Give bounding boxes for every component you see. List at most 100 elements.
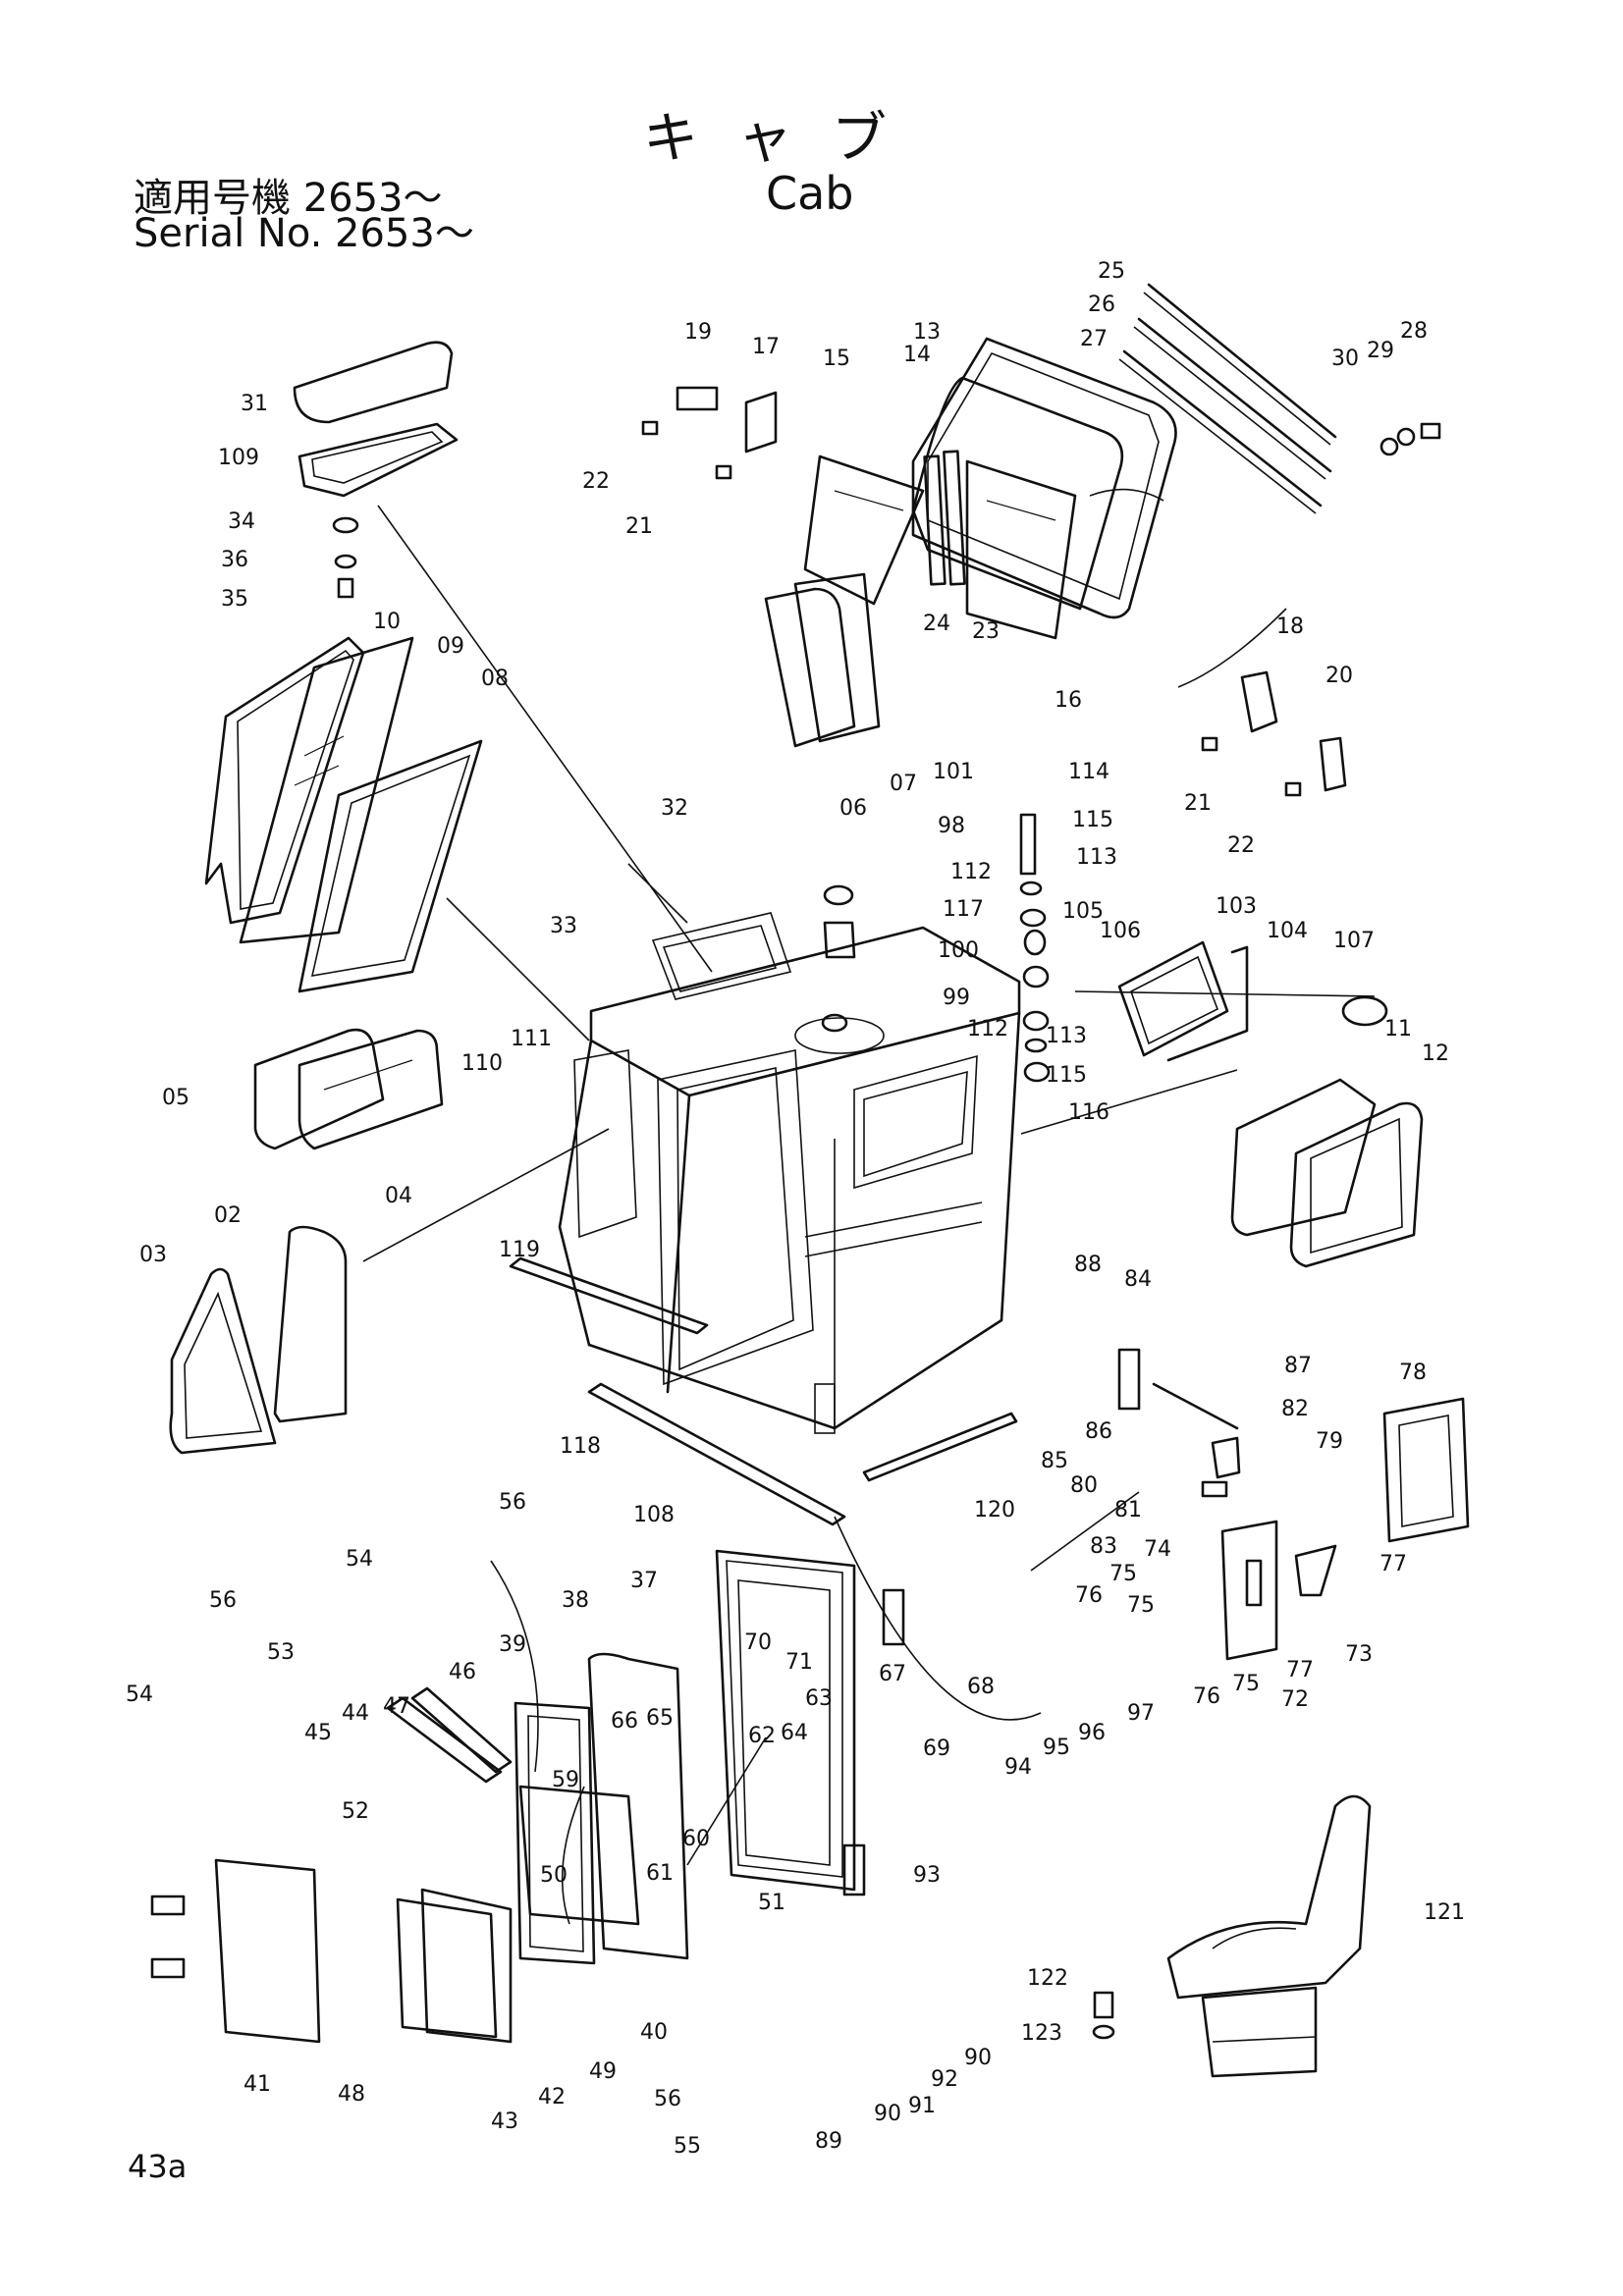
rails <box>1118 283 1441 514</box>
callout-c47: 104 <box>1267 919 1308 943</box>
callout-c61: 120 <box>974 1498 1015 1522</box>
callout-c74: 75 <box>1109 1562 1137 1586</box>
callout-c25: 35 <box>221 587 248 612</box>
roof-hatch <box>293 341 713 973</box>
callout-c34: 115 <box>1072 808 1113 832</box>
callout-c121: 48 <box>338 2082 365 2107</box>
callout-c111: 51 <box>758 1891 785 1915</box>
operator-seat <box>1092 1794 1372 2078</box>
callout-c44: 105 <box>1062 899 1104 924</box>
callout-c46: 103 <box>1216 894 1257 919</box>
callout-c100: 46 <box>449 1660 476 1684</box>
callout-c39: 99 <box>943 986 970 1010</box>
callout-c38: 100 <box>938 938 979 963</box>
callout-c98: 54 <box>126 1682 153 1707</box>
callout-c48: 107 <box>1333 929 1375 953</box>
door-glass <box>514 1652 689 1965</box>
callout-c85: 108 <box>633 1503 675 1527</box>
callout-c107: 60 <box>682 1827 710 1851</box>
callout-c86: 37 <box>630 1569 658 1593</box>
page-title-japanese: キャブ <box>643 107 926 171</box>
callout-c50: 12 <box>1422 1041 1449 1066</box>
callout-c20: 22 <box>1227 833 1255 858</box>
callout-c75: 77 <box>1380 1552 1407 1576</box>
callout-c96: 56 <box>209 1588 237 1613</box>
callout-c122: 43 <box>491 2109 518 2134</box>
callout-c89: 71 <box>785 1650 813 1675</box>
bottom-rails <box>509 1256 1018 1526</box>
callout-c60: 118 <box>560 1434 601 1459</box>
callout-c04: 28 <box>1400 319 1428 344</box>
callout-c84: 54 <box>346 1547 373 1572</box>
callout-c78: 73 <box>1345 1642 1373 1667</box>
callout-c68: 82 <box>1281 1397 1309 1421</box>
corner-windows <box>169 1225 348 1455</box>
mesh-grille <box>1117 940 1249 1062</box>
callout-c71: 81 <box>1114 1498 1142 1522</box>
callout-c101: 44 <box>342 1701 369 1726</box>
callout-c14: 24 <box>923 612 950 636</box>
callout-c79: 77 <box>1286 1658 1314 1682</box>
hinge-parts <box>641 386 1347 797</box>
callout-c16: 16 <box>1055 688 1082 713</box>
callout-c128: 89 <box>815 2129 842 2154</box>
rear-window-frames <box>803 337 1177 640</box>
callout-c97: 53 <box>267 1640 295 1665</box>
callout-c19: 21 <box>1184 791 1212 816</box>
latch-assembly <box>1117 1348 1470 1661</box>
callout-c64: 87 <box>1284 1354 1312 1378</box>
callout-c118: 122 <box>1027 1966 1068 1991</box>
callout-c108: 61 <box>646 1861 674 1886</box>
callout-labels: 25 26 27 28 29 30 13 14 15 17 19 22 21 2… <box>126 259 1465 2159</box>
callout-c106: 59 <box>552 1768 579 1792</box>
lower-panels <box>150 1858 513 2044</box>
callout-c17: 18 <box>1276 614 1304 639</box>
callout-c99: 39 <box>499 1632 526 1657</box>
callout-c80: 72 <box>1281 1687 1309 1712</box>
callout-c65: 78 <box>1399 1361 1427 1385</box>
callout-c91: 68 <box>967 1675 995 1699</box>
callout-c112: 94 <box>1004 1755 1032 1780</box>
callout-c59: 119 <box>499 1238 540 1262</box>
callout-c40: 112 <box>967 1017 1008 1041</box>
callout-c126: 56 <box>654 2087 681 2111</box>
serial-label-english: Serial No. 2653～ <box>134 211 474 256</box>
callout-c30: 07 <box>890 772 917 796</box>
callout-c83: 56 <box>499 1490 526 1515</box>
callout-c57: 02 <box>214 1203 242 1228</box>
callout-c90: 67 <box>879 1662 906 1686</box>
callout-c15: 23 <box>972 619 1000 644</box>
callout-c10: 17 <box>752 335 780 359</box>
callout-c29: 06 <box>839 796 867 821</box>
left-windows <box>204 636 483 993</box>
callout-c76: 76 <box>1075 1583 1103 1608</box>
callout-c130: 91 <box>908 2094 936 2118</box>
callout-c36: 112 <box>950 860 992 884</box>
callout-c93: 63 <box>805 1686 833 1711</box>
callout-c113: 95 <box>1043 1735 1070 1760</box>
callout-c95: 64 <box>781 1721 808 1745</box>
callout-c82: 76 <box>1193 1684 1220 1709</box>
callout-c22: 109 <box>218 446 259 470</box>
callout-c32: 98 <box>938 814 965 838</box>
callout-c105: 65 <box>646 1706 674 1731</box>
callout-c12: 22 <box>582 469 610 494</box>
callout-c02: 26 <box>1088 293 1115 317</box>
callout-c63: 84 <box>1124 1267 1152 1292</box>
callout-c114: 96 <box>1078 1721 1106 1745</box>
callout-c115: 97 <box>1127 1701 1155 1726</box>
callout-c09: 15 <box>823 347 850 371</box>
callout-c27: 09 <box>437 634 464 659</box>
callout-c117: 121 <box>1424 1900 1465 1925</box>
callout-c81: 75 <box>1232 1672 1260 1696</box>
callout-c11: 19 <box>684 320 712 345</box>
callout-c77: 75 <box>1127 1593 1155 1618</box>
callout-c13: 21 <box>625 514 653 539</box>
callout-c132: 90 <box>964 2046 992 2070</box>
callout-c104: 66 <box>611 1709 638 1734</box>
page-title-english: Cab <box>766 167 854 220</box>
callout-c87: 38 <box>562 1588 589 1613</box>
callout-c120: 41 <box>243 2072 271 2097</box>
callout-c23: 34 <box>228 509 255 534</box>
callout-c88: 70 <box>744 1630 772 1655</box>
